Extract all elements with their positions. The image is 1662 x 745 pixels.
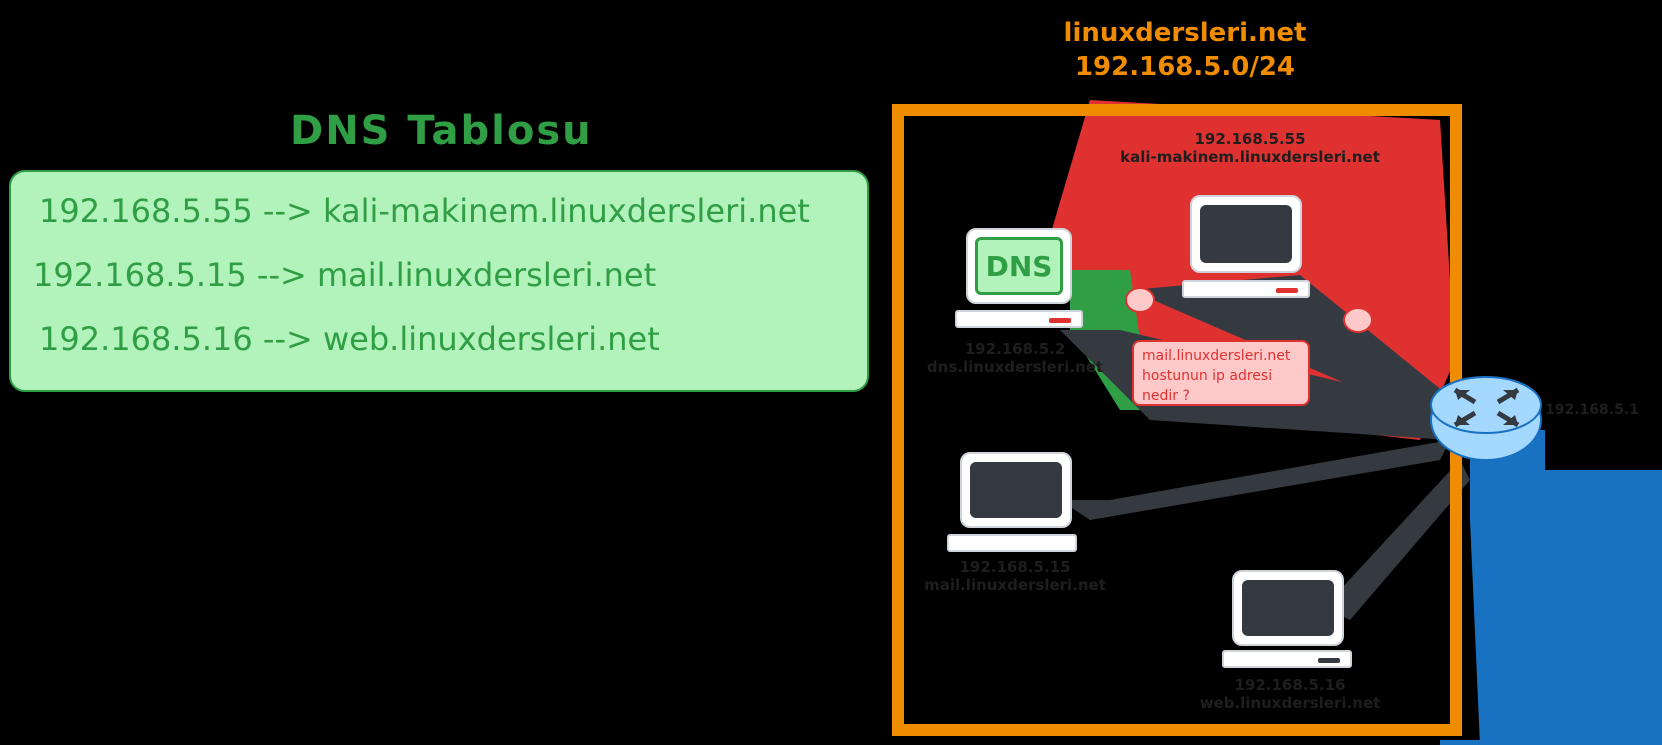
web-ip: 192.168.5.16	[1234, 676, 1346, 694]
router-top	[1430, 376, 1542, 434]
kali-screen	[1200, 205, 1292, 263]
dns-server-slot	[1049, 318, 1071, 323]
dns-table-row-mail: 192.168.5.15 --> mail.linuxdersleri.net	[33, 256, 657, 294]
kali-labels: 192.168.5.55 kali-makinem.linuxdersleri.…	[1100, 130, 1400, 166]
link-mail-router	[1060, 440, 1450, 520]
dns-server-labels: 192.168.5.2 dns.linuxdersleri.net	[915, 340, 1115, 376]
query-line-2: hostunun ip adresi	[1142, 368, 1273, 384]
router-arrowhead-2	[1503, 390, 1518, 400]
dns-table-row-kali: 192.168.5.55 --> kali-makinem.linuxdersl…	[39, 192, 810, 230]
web-monitor	[1232, 570, 1344, 646]
web-labels: 192.168.5.16 web.linuxdersleri.net	[1180, 676, 1400, 712]
network-subnet: 192.168.5.0/24	[1074, 52, 1296, 82]
dns-server-name: dns.linuxdersleri.net	[926, 358, 1104, 376]
router-arrows	[1453, 387, 1520, 428]
uplink-gap	[1440, 740, 1560, 745]
dns-table-title: DNS Tablosu	[290, 108, 593, 154]
query-line-3: nedir ?	[1142, 388, 1190, 404]
dns-table-row-web: 192.168.5.16 --> web.linuxdersleri.net	[39, 320, 660, 358]
kali-monitor	[1190, 195, 1302, 273]
mail-base	[947, 534, 1077, 552]
network-domain-name: linuxdersleri.net	[1063, 18, 1307, 48]
dns-server-base	[955, 310, 1083, 328]
kali-base	[1182, 280, 1310, 298]
query-bubble: mail.linuxdersleri.net hostunun ip adres…	[1132, 340, 1310, 406]
query-pointer-right	[1343, 307, 1373, 333]
kali-ip: 192.168.5.55	[1194, 130, 1306, 148]
dns-server-ip: 192.168.5.2	[964, 340, 1066, 358]
mail-monitor	[960, 452, 1072, 528]
kali-slot	[1276, 288, 1298, 293]
query-pointer-left	[1125, 287, 1155, 313]
web-slot	[1318, 658, 1340, 663]
uplink	[1470, 430, 1662, 745]
dns-table: 192.168.5.55 --> kali-makinem.linuxdersl…	[9, 170, 869, 392]
router-arrowhead-3	[1455, 415, 1470, 425]
dns-server-screen: DNS	[975, 237, 1063, 295]
network-outline	[892, 104, 1462, 736]
dns-server-screen-frame: DNS	[966, 228, 1072, 304]
mail-labels: 192.168.5.15 mail.linuxdersleri.net	[910, 558, 1120, 594]
dns-server-monitor: DNS	[966, 228, 1072, 304]
link-web-router	[1290, 460, 1470, 620]
mail-ip: 192.168.5.15	[959, 558, 1071, 576]
query-line-1: mail.linuxdersleri.net	[1142, 348, 1291, 364]
web-screen	[1242, 580, 1334, 636]
router-arrowhead-1	[1455, 390, 1470, 400]
web-screen-frame	[1232, 570, 1344, 646]
mail-screen-frame	[960, 452, 1072, 528]
web-base	[1222, 650, 1352, 668]
kali-screen-frame	[1190, 195, 1302, 273]
mail-screen	[970, 462, 1062, 518]
router-arrowhead-4	[1503, 415, 1518, 425]
network-domain-label: linuxdersleri.net 192.168.5.0/24	[1020, 16, 1350, 84]
web-name: web.linuxdersleri.net	[1199, 694, 1381, 712]
mail-name: mail.linuxdersleri.net	[924, 576, 1106, 594]
router-ip-label: 192.168.5.1	[1545, 402, 1639, 418]
kali-name: kali-makinem.linuxdersleri.net	[1120, 148, 1380, 166]
